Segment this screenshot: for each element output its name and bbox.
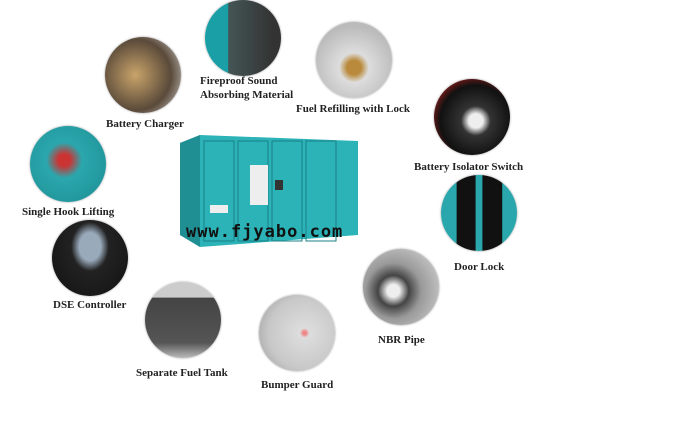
door-lock-label: Door Lock [454, 261, 505, 273]
fireproof-label-line1: Fireproof Sound [200, 75, 278, 87]
dse-controller-label: DSE Controller [53, 299, 127, 311]
fuel-refilling-label: Fuel Refilling with Lock [296, 103, 410, 115]
battery-charger-label: Battery Charger [106, 118, 184, 130]
hook-lifting-photo [30, 126, 106, 202]
fireproof-label-line2: Absorbing Material [200, 89, 294, 101]
battery-isolator-photo [434, 79, 510, 155]
battery-charger-photo [105, 37, 181, 113]
fireproof-material-photo [205, 0, 281, 76]
dse-controller-photo [52, 220, 128, 296]
nbr-pipe-label: NBR Pipe [378, 334, 425, 346]
fuel-refilling-photo [316, 22, 392, 98]
door-lock-photo [441, 175, 517, 251]
bumper-guard-photo [259, 295, 335, 371]
bumper-guard-label: Bumper Guard [261, 379, 334, 391]
fuel-tank-label: Separate Fuel Tank [136, 367, 228, 379]
fuel-tank-photo [145, 282, 221, 358]
watermark: www.fjyabo.com [186, 222, 344, 242]
nbr-pipe-photo [363, 249, 439, 325]
battery-isolator-label: Battery Isolator Switch [414, 161, 524, 173]
generator-image [180, 135, 358, 247]
hook-lifting-label: Single Hook Lifting [22, 206, 115, 218]
